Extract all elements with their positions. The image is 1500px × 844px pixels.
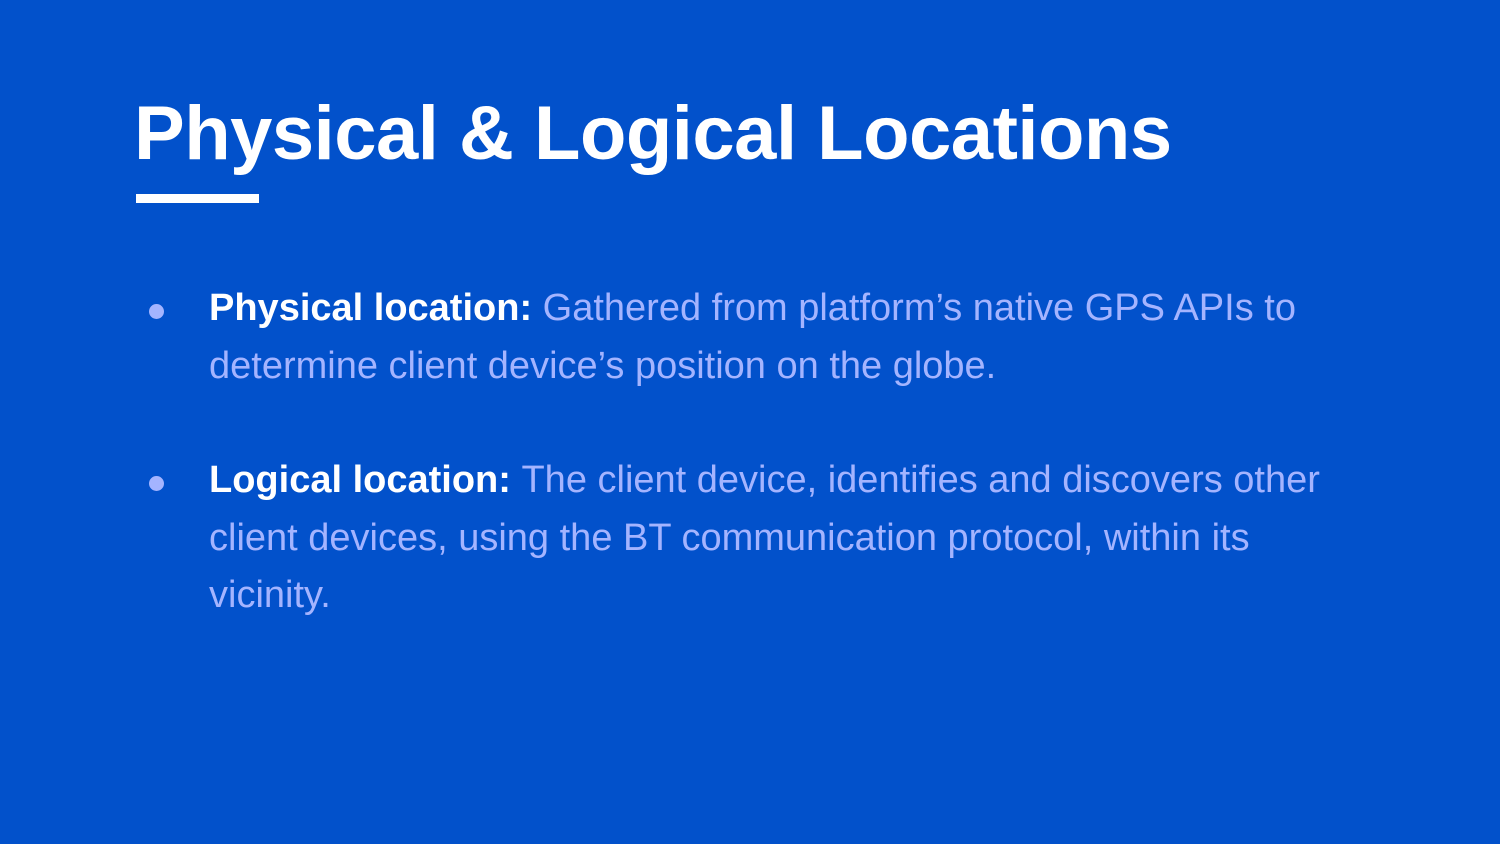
bullet-text: Gathered from platform’s native GPS APIs… bbox=[209, 287, 1296, 387]
bullet-list: Physical location: Gathered from platfor… bbox=[142, 280, 1372, 682]
bullet-term: Physical location: bbox=[209, 287, 543, 329]
bullet-item-physical-location: Physical location: Gathered from platfor… bbox=[142, 280, 1372, 395]
bullet-dot-icon bbox=[149, 304, 164, 319]
title-underline bbox=[136, 194, 259, 203]
bullet-term: Logical location: bbox=[209, 459, 522, 501]
slide-title: Physical & Logical Locations bbox=[134, 91, 1172, 176]
bullet-dot-icon bbox=[149, 476, 164, 491]
bullet-item-logical-location: Logical location: The client device, ide… bbox=[142, 452, 1372, 625]
bullet-text: The client device, identifies and discov… bbox=[209, 459, 1320, 616]
